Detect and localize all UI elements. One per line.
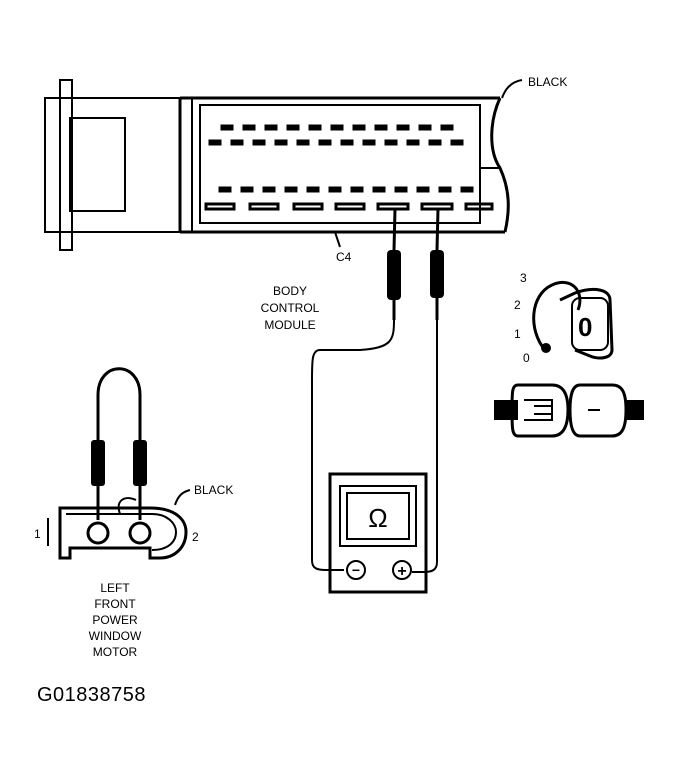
bcm-label-line1: BODY: [273, 284, 307, 298]
pin-row-4: [204, 202, 494, 211]
connector-id-label: C4: [336, 250, 352, 264]
pin-row-2: [208, 139, 464, 146]
c4-pointer: [334, 231, 341, 248]
meter-minus-symbol: −: [352, 562, 360, 578]
unplugged-connector-icon: [494, 383, 644, 438]
motor-jumper-wire: [91, 367, 147, 520]
pin-row-3: [218, 186, 474, 193]
motor-label-line4: WINDOW: [89, 629, 142, 643]
motor-connector: [47, 489, 191, 560]
motor-label-line1: LEFT: [100, 581, 130, 595]
ohm-symbol: Ω: [368, 503, 387, 533]
probe-plus: [430, 208, 444, 320]
motor-label-line3: POWER: [92, 613, 138, 627]
lead-plus: [412, 320, 438, 573]
meter-plus-symbol: +: [397, 563, 406, 580]
key-symbol: 0: [578, 312, 592, 342]
bcm-label-line3: MODULE: [264, 318, 315, 332]
key-position-3: 3: [520, 271, 527, 285]
pin-row-1: [220, 124, 454, 131]
key-position-1: 1: [514, 327, 521, 341]
motor-label-line2: FRONT: [94, 597, 136, 611]
motor-label-line5: MOTOR: [93, 645, 138, 659]
key-position-2: 2: [514, 298, 521, 312]
bcm-connector: [44, 79, 523, 251]
pin-2-label: 2: [192, 530, 199, 544]
ohmmeter: [328, 472, 428, 594]
figure-id: G01838758: [37, 684, 147, 706]
bcm-label-line2: CONTROL: [261, 301, 320, 315]
motor-connector-color-label: BLACK: [194, 483, 233, 497]
pin-1-label: 1: [34, 527, 41, 541]
ignition-key-icon: [532, 281, 614, 360]
probe-minus: [387, 208, 401, 320]
bcm-connector-color-label: BLACK: [528, 75, 567, 89]
lead-minus: [311, 319, 395, 571]
key-position-0: 0: [523, 351, 530, 365]
